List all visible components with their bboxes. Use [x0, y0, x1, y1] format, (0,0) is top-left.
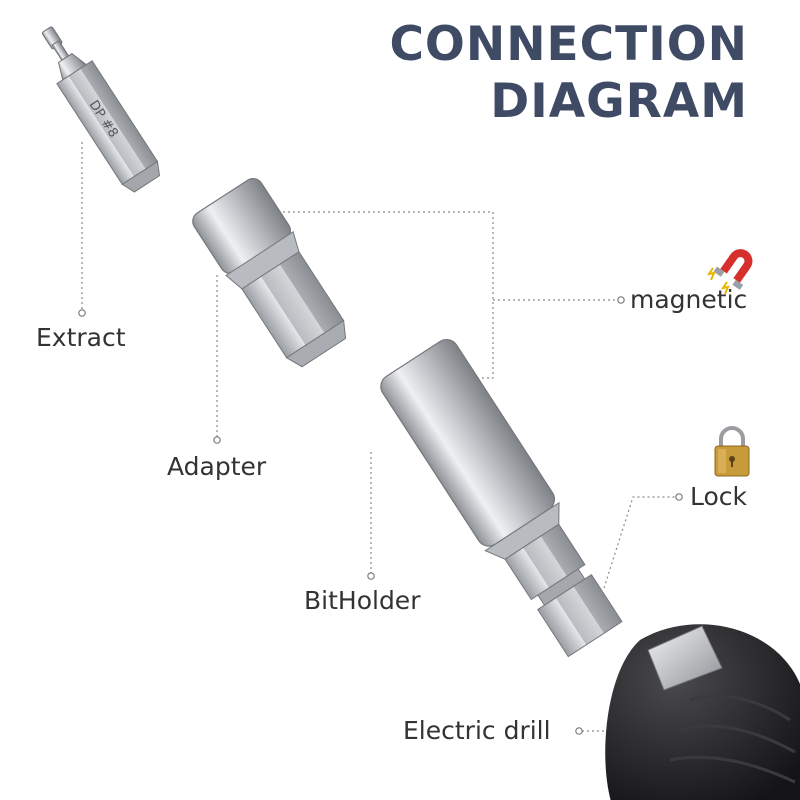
bitholder-label: BitHolder — [304, 586, 421, 615]
extract-label: Extract — [36, 323, 126, 352]
electric-drill-label: Electric drill — [403, 716, 551, 745]
extract-bit: DP #8 — [41, 26, 161, 193]
lock-leader-dot — [675, 493, 683, 501]
bitholder-leader-dot — [367, 572, 375, 580]
lock-leader — [603, 496, 676, 589]
adapter-label: Adapter — [167, 452, 267, 481]
adapter-leader-dot — [213, 436, 221, 444]
magnetic-leader-dot — [617, 296, 625, 304]
title-line-2: DIAGRAM — [490, 74, 748, 129]
title-line-1: CONNECTION — [389, 17, 748, 72]
magnet-icon — [706, 249, 753, 295]
padlock-icon — [714, 426, 750, 477]
lock-label: Lock — [690, 482, 748, 511]
magnetic-bracket — [268, 211, 618, 379]
drill-leader-dot — [575, 727, 583, 735]
electric-drill — [605, 624, 800, 800]
adapter — [192, 178, 347, 368]
extract-leader-dot — [78, 309, 86, 317]
magnetic-label: magnetic — [630, 285, 748, 314]
bit-holder — [380, 339, 623, 658]
